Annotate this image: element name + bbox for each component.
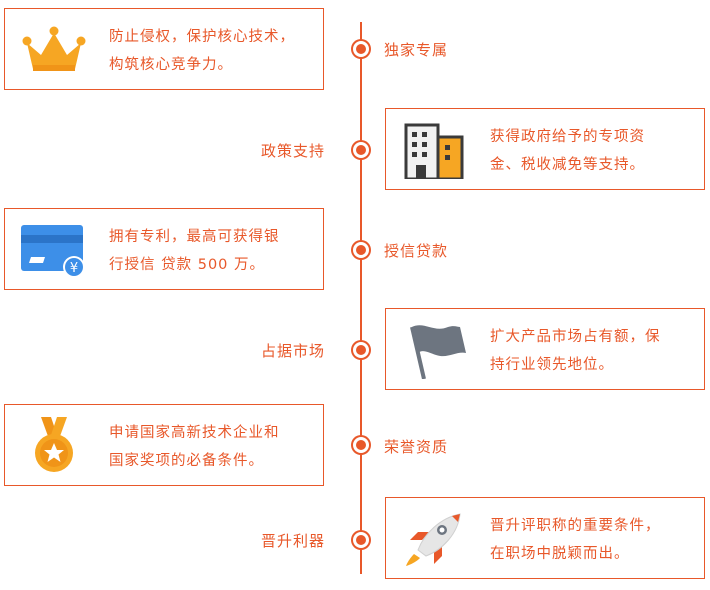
benefit-text: 拥有专利，最高可获得银 行授信 贷款 500 万。 [109, 229, 280, 273]
timeline-dot [356, 245, 366, 255]
timeline-label: 晋升利器 [260, 532, 325, 550]
rocket-icon [400, 510, 470, 568]
timeline-dot [356, 145, 366, 155]
timeline-line [360, 22, 362, 574]
benefit-text: 晋升评职称的重要条件， 在职场中脱颖而出。 [490, 518, 661, 562]
benefit-card-policy: 获得政府给予的专项资 金、税收减免等支持。 [385, 108, 705, 190]
flag-icon [400, 321, 470, 380]
timeline-label: 独家专属 [384, 41, 449, 59]
benefit-text: 扩大产品市场占有额，保 持行业领先地位。 [490, 329, 661, 373]
benefit-text: 防止侵权，保护核心技术， 构筑核心竞争力。 [109, 29, 295, 73]
benefit-text: 获得政府给予的专项资 金、税收减免等支持。 [490, 129, 645, 173]
timeline-dot [356, 345, 366, 355]
benefit-card-promotion: 晋升评职称的重要条件， 在职场中脱颖而出。 [385, 497, 705, 579]
timeline-label: 占据市场 [260, 342, 325, 360]
svg-text:¥: ¥ [70, 261, 78, 276]
benefit-card-market: 扩大产品市场占有额，保 持行业领先地位。 [385, 308, 705, 390]
benefit-card-exclusive: 防止侵权，保护核心技术， 构筑核心竞争力。 [4, 8, 324, 90]
building-icon [400, 121, 470, 181]
timeline-label: 授信贷款 [384, 242, 449, 260]
timeline-dot [356, 44, 366, 54]
credit-card-yen-icon: ¥ [19, 221, 89, 279]
benefit-text: 申请国家高新技术企业和 国家奖项的必备条件。 [109, 425, 280, 469]
timeline-dot [356, 440, 366, 450]
medal-star-icon [19, 417, 89, 475]
benefit-card-loan: ¥ 拥有专利，最高可获得银 行授信 贷款 500 万。 [4, 208, 324, 290]
crown-icon [19, 21, 89, 79]
timeline-label: 政策支持 [260, 142, 325, 160]
timeline-dot [356, 535, 366, 545]
timeline-label: 荣誉资质 [384, 438, 449, 456]
benefit-card-honor: 申请国家高新技术企业和 国家奖项的必备条件。 [4, 404, 324, 486]
